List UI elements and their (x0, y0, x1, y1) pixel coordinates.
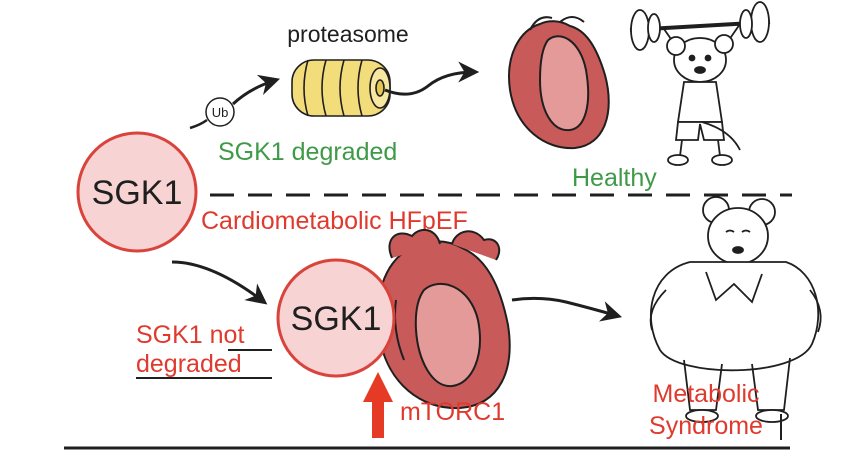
healthy-label: Healthy (572, 164, 657, 192)
arrow-up-icon (363, 372, 393, 438)
mouse-weightlifter-icon (629, 1, 771, 166)
mouse-obese-icon (649, 196, 822, 423)
sgk1-not-prefix: SGK1 (136, 321, 210, 349)
proteasome-label: proteasome (287, 21, 408, 47)
sgk1-main-label: SGK1 (92, 174, 183, 212)
heart-healthy-icon (508, 16, 610, 150)
ub-connector-line (189, 118, 208, 130)
degraded-word: degraded (136, 350, 242, 378)
sgk1-degraded-label: SGK1 degraded (218, 138, 397, 166)
sgk1-not-line: SGK1 not (136, 321, 244, 349)
arrow-proteasome-to-heart (384, 61, 480, 96)
not-word: not (210, 321, 245, 349)
arrow-ub-to-proteasome (231, 74, 281, 106)
ub-label: Ub (212, 105, 229, 120)
proteasome-coil-icon (291, 59, 391, 117)
sgk1-main-circle: SGK1 (76, 131, 198, 253)
arrow-heart-to-metabolic (511, 296, 623, 322)
mtorc1-label: mTORC1 (400, 398, 505, 426)
heart-enlarged-icon (376, 228, 511, 410)
syndrome-label: Syndrome (649, 412, 763, 440)
arrow-sgk1-to-sgk1 (171, 260, 268, 305)
sgk1-secondary-circle: SGK1 (276, 258, 396, 378)
metabolic-label: Metabolic (653, 380, 760, 408)
sgk1-secondary-label: SGK1 (291, 300, 382, 338)
ubiquitin-tag: Ub (205, 97, 235, 127)
